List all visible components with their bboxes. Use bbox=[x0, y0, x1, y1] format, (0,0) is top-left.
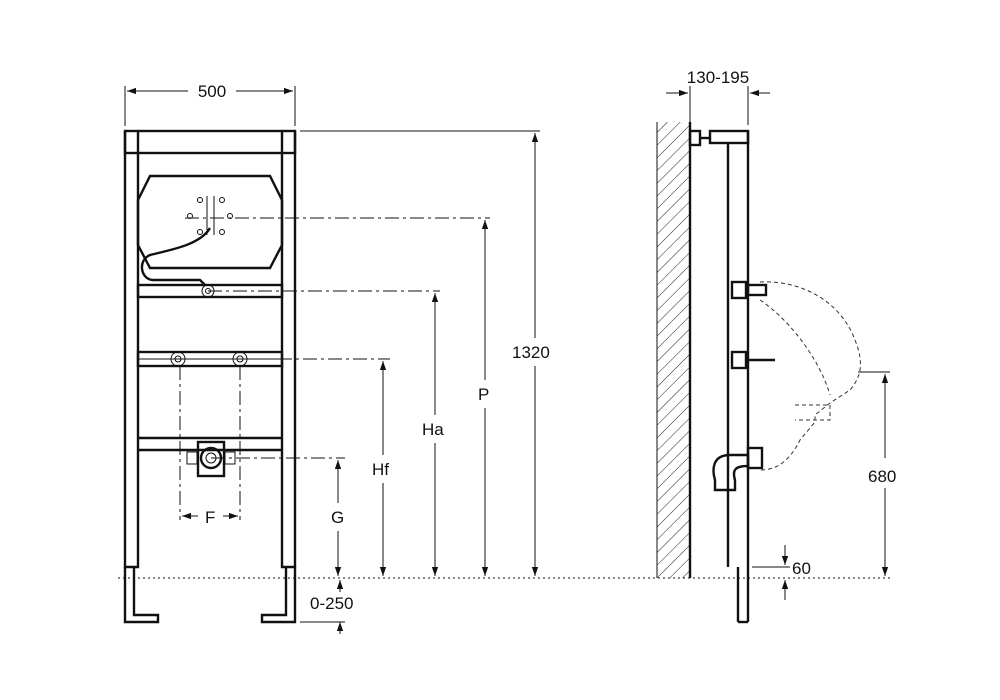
g-label: G bbox=[331, 508, 344, 527]
depth-label: 130-195 bbox=[687, 68, 749, 87]
width-label: 500 bbox=[198, 82, 226, 101]
flush-cistern bbox=[136, 174, 284, 286]
base-offset-label: 60 bbox=[792, 559, 811, 578]
urinal-height-label: 680 bbox=[868, 467, 896, 486]
supply-hose bbox=[140, 227, 212, 286]
height-label: 1320 bbox=[512, 343, 550, 362]
p-label: P bbox=[478, 385, 489, 404]
extension-lines bbox=[124, 86, 540, 623]
left-leg bbox=[123, 567, 160, 624]
right-leg bbox=[260, 567, 297, 624]
side-view bbox=[656, 86, 890, 624]
wall-hatch bbox=[657, 122, 690, 578]
front-fittings bbox=[170, 284, 248, 520]
f-label: F bbox=[205, 508, 215, 527]
ha-label: Ha bbox=[422, 420, 444, 439]
hf-label: Hf bbox=[372, 460, 389, 479]
urinal-outline bbox=[759, 281, 861, 471]
front-view-frame bbox=[123, 129, 297, 624]
front-dimensions bbox=[127, 87, 539, 634]
leg-adjust-label: 0-250 bbox=[310, 594, 353, 613]
